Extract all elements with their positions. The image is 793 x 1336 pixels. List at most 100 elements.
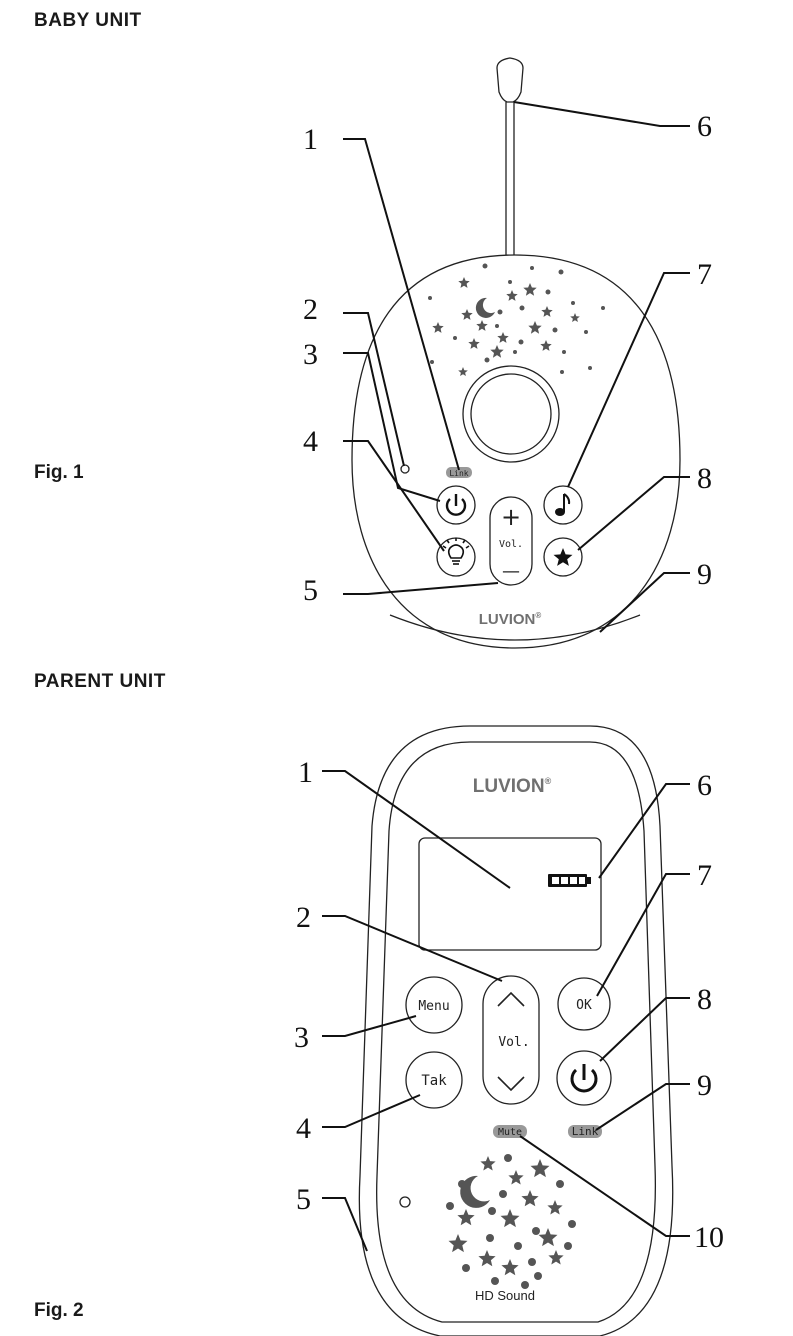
volume-rocker[interactable]: + Vol. — [489,496,533,586]
baby-pattern-star [490,345,504,358]
speaker-pattern-star [547,1200,563,1215]
menu-button[interactable]: Menu [405,976,463,1034]
link-indicator-label: Link [449,469,468,478]
baby-unit-brand: LUVION® [479,611,542,628]
parent-link-indicator-label: Link [572,1125,599,1138]
speaker-pattern-dot [514,1242,522,1250]
parent-callout-3: 3 [294,1021,309,1054]
baby-pattern-star [497,332,509,343]
parent-callout-6: 6 [697,769,712,802]
baby-pattern-dot [513,350,517,354]
parent-callout-5: 5 [296,1183,311,1216]
parent-power-button[interactable] [556,1050,612,1106]
callout-2: 2 [303,293,318,326]
baby-pattern-dot [584,330,588,334]
callout-9: 9 [697,558,712,591]
parent-callout-9: 9 [697,1069,712,1102]
callout-5: 5 [303,574,318,607]
callout-6: 6 [697,110,712,143]
baby-unit-title: BABY UNIT [34,10,142,31]
parent-callout-4: 4 [296,1112,311,1145]
parent-unit-brand: LUVION® [473,776,552,797]
volume-up-symbol[interactable]: + [501,503,521,531]
speaker-pattern-star [448,1234,468,1253]
baby-pattern-star [541,306,553,317]
speaker-pattern-dot [486,1234,494,1242]
ok-button[interactable]: OK [557,977,611,1031]
baby-pattern-dot [562,350,566,354]
baby-pattern-dot [519,305,525,311]
baby-pattern-star [432,322,444,333]
speaker-pattern-dot [556,1180,564,1188]
microphone-hole [399,1196,411,1208]
baby-pattern-star [540,340,552,351]
lullaby-button[interactable] [543,485,583,525]
talk-button-label: Tak [421,1073,447,1089]
baby-pattern-dot [482,263,488,269]
speaker-label: HD Sound [475,1288,535,1303]
speaker-pattern-dot [528,1258,536,1266]
parent-callout-10: 10 [694,1221,724,1254]
parent-volume-rocker[interactable]: Vol. [482,975,540,1105]
speaker-pattern-star [538,1228,558,1247]
speaker-grille [446,1154,576,1289]
speaker-pattern-dot [504,1154,512,1162]
lcd-display [418,837,602,951]
baby-pattern-dot [428,296,432,300]
baby-pattern-star [461,309,473,320]
status-led [400,464,410,474]
power-button[interactable] [436,485,476,525]
speaker-pattern-dot [532,1227,540,1235]
baby-pattern-dot [530,266,534,270]
callout-1: 1 [303,123,318,156]
parent-callout-7: 7 [697,859,712,892]
callout-4: 4 [303,425,318,458]
battery-icon [548,874,591,887]
parent-callout-8: 8 [697,983,712,1016]
speaker-pattern-dot [488,1207,496,1215]
volume-label: Vol. [499,539,523,550]
chevron-up-icon[interactable] [497,991,525,1007]
mute-indicator-label: Mute [498,1127,522,1138]
parent-unit-title: PARENT UNIT [34,671,166,692]
baby-pattern-star [506,290,518,301]
baby-pattern-dot [558,269,564,275]
speaker-pattern-star [521,1190,539,1207]
chevron-down-icon[interactable] [497,1076,525,1092]
power-icon [445,494,467,516]
star-icon [553,548,573,566]
baby-pattern-dot [545,289,551,295]
speaker-pattern-star [457,1209,475,1226]
star-pattern [428,263,605,376]
speaker-pattern-dot [499,1190,507,1198]
baby-pattern-dot [560,370,564,374]
parent-unit-body [358,725,674,1336]
baby-pattern-dot [518,339,524,345]
speaker-pattern-star [480,1156,496,1171]
baby-pattern-star [468,338,480,349]
baby-pattern-dot [571,301,575,305]
parent-callout-1: 1 [298,756,313,789]
baby-pattern-star [458,367,468,376]
baby-unit-diagram: Link + Vol. — [303,57,712,649]
fig-2-label: Fig. 2 [34,1300,84,1321]
power-icon [570,1064,598,1093]
parent-callout-2: 2 [296,901,311,934]
volume-down-symbol[interactable]: — [502,561,520,582]
talk-button[interactable]: Tak [405,1051,463,1109]
baby-pattern-star [458,277,470,288]
callout-7: 7 [697,258,712,291]
moon-icon [475,297,495,318]
music-note-icon [555,493,571,516]
baby-pattern-dot [601,306,605,310]
baby-pattern-star [528,321,542,334]
speaker-pattern-dot [564,1242,572,1250]
parent-unit-diagram: LUVION® Menu Tak Vol. OK [294,725,724,1336]
projector-button[interactable] [543,537,583,577]
night-light-button[interactable] [436,537,476,577]
speaker-pattern-dot [568,1220,576,1228]
antenna [496,57,524,255]
baby-pattern-dot [508,280,512,284]
speaker-pattern-dot [446,1202,454,1210]
baby-pattern-dot [497,309,503,315]
